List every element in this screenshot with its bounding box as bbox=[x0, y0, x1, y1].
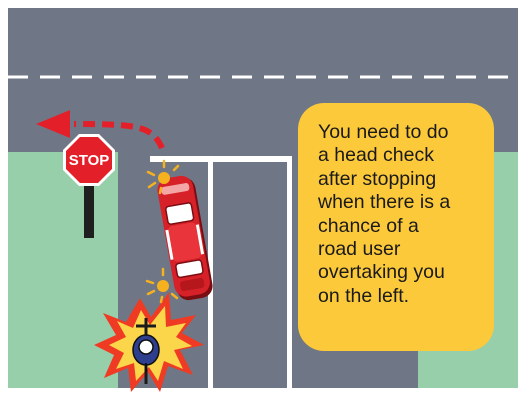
stop-line bbox=[150, 156, 292, 162]
callout-line: overtaking you bbox=[318, 261, 480, 284]
stop-sign-label: STOP bbox=[69, 152, 110, 169]
callout-line: a head check bbox=[318, 144, 480, 167]
left-verge bbox=[8, 152, 118, 388]
head-check-callout: You need to do a head check after stoppi… bbox=[298, 103, 494, 351]
callout-line: on the left. bbox=[318, 285, 480, 308]
callout-line: road user bbox=[318, 238, 480, 261]
stop-sign-post bbox=[84, 180, 94, 238]
callout-line: You need to do bbox=[318, 121, 480, 144]
callout-line: when there is a bbox=[318, 191, 480, 214]
lane-line-right bbox=[287, 156, 292, 388]
callout-line: chance of a bbox=[318, 215, 480, 238]
callout-line: after stopping bbox=[318, 168, 480, 191]
